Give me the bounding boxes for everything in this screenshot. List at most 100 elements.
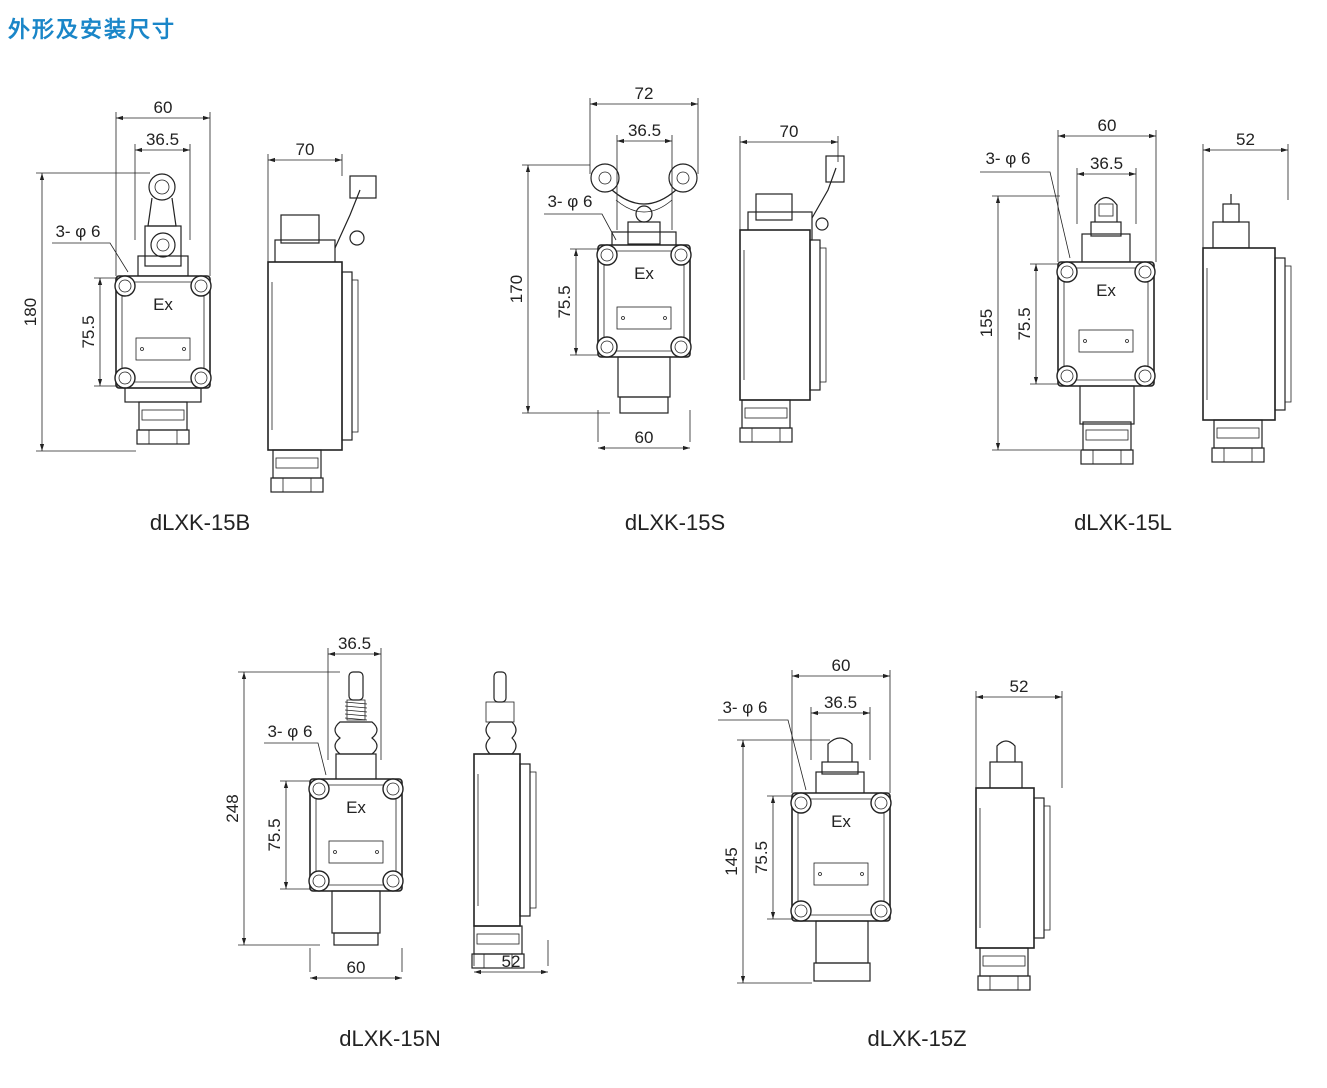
bolt-outer	[382, 870, 404, 892]
gland-body	[1213, 419, 1263, 449]
bolt-inner	[1060, 265, 1074, 279]
side-bellows	[485, 721, 517, 755]
dim-label: 60	[832, 656, 851, 675]
bolt-inner	[118, 371, 132, 385]
ex-mark: Ex	[634, 264, 654, 283]
gland-nut	[333, 932, 379, 946]
side-plunger-rod	[493, 671, 507, 703]
dim-label: 60	[1098, 116, 1117, 135]
bolt-icon	[596, 336, 618, 358]
side-view	[975, 787, 1051, 991]
lever-pivot	[150, 232, 176, 258]
neck	[815, 920, 869, 964]
hole-leader	[264, 742, 327, 776]
side-view	[267, 261, 359, 493]
bolt-icon	[1134, 365, 1156, 387]
gland-ring	[476, 933, 520, 945]
side-pivot	[349, 230, 365, 246]
enclosure-inner	[797, 798, 885, 916]
bolt-inner	[874, 796, 888, 810]
bolt-icon	[382, 870, 404, 892]
bolt-inner	[386, 874, 400, 888]
roller-lever	[137, 173, 189, 277]
dim-70: 70	[739, 122, 839, 230]
side-head	[280, 214, 320, 244]
lever-pivot-hub	[156, 238, 170, 252]
nameplate-rivet	[1125, 339, 1129, 343]
cable-gland	[136, 401, 190, 445]
bolt-icon	[670, 244, 692, 266]
hole-leader	[980, 171, 1071, 259]
bellows	[334, 721, 378, 755]
fork-arm-inner	[615, 199, 673, 213]
gland-nut	[619, 396, 669, 414]
dim-label: 60	[635, 428, 654, 447]
nameplate-rect	[1078, 329, 1134, 353]
side-actuator-z	[989, 740, 1023, 791]
hole-label: 3- φ 6	[55, 222, 100, 241]
dim-label: 248	[223, 794, 242, 822]
model-name: dLXK-15Z	[867, 1026, 966, 1051]
actuator-base	[815, 771, 865, 795]
dim-248: 248	[223, 671, 340, 946]
plunger	[815, 737, 865, 795]
side-body	[1202, 247, 1276, 421]
plunger-roller-cap	[1094, 196, 1118, 222]
side-spring	[485, 701, 515, 723]
bolt-outer	[382, 778, 404, 800]
plunger-cap	[827, 737, 853, 762]
hole-label: 3- φ 6	[267, 722, 312, 741]
side-cover	[519, 763, 531, 917]
side-cover-lip	[529, 771, 537, 909]
roller-hub	[154, 179, 170, 195]
model-name: dLXK-15S	[625, 510, 725, 535]
nameplate	[616, 306, 672, 330]
plunger-roller	[1081, 196, 1131, 263]
side-actuator-b	[274, 175, 377, 277]
side-roller	[349, 175, 377, 199]
bolt-inner	[194, 279, 208, 293]
fork-roller-right	[668, 163, 698, 193]
actuator-head	[627, 221, 661, 245]
nameplate-rect	[616, 306, 672, 330]
bolt-icon	[190, 275, 212, 297]
roller-hub	[676, 171, 690, 185]
nameplate-rivet	[818, 872, 822, 876]
side-cover	[341, 271, 353, 441]
actuator-head	[144, 225, 182, 267]
nameplate	[135, 337, 191, 361]
dim-label: 75.5	[555, 285, 574, 318]
nameplate-rivet	[333, 850, 337, 854]
bolt-icon	[870, 792, 892, 814]
gland-nut	[1211, 447, 1265, 463]
dim-label: 180	[21, 298, 40, 326]
gland-nut	[136, 429, 190, 445]
ex-mark: Ex	[831, 812, 851, 831]
bolt-outer	[308, 870, 330, 892]
dim-label: 60	[154, 98, 173, 117]
dim-170: 170	[507, 164, 610, 414]
side-view	[739, 229, 827, 443]
bolt-outer	[790, 900, 812, 922]
plunger-neck	[1090, 221, 1122, 237]
dim-75-5: 75.5	[79, 277, 120, 387]
bolt-outer	[1134, 261, 1156, 283]
ex-mark: Ex	[153, 295, 173, 314]
cable-gland	[813, 962, 871, 982]
dim-label: 70	[296, 140, 315, 159]
hole-label: 3- φ 6	[985, 149, 1030, 168]
enclosure-front: Ex	[790, 792, 892, 922]
gland-body	[1082, 421, 1132, 451]
side-plunger	[1222, 203, 1240, 223]
model-name: dLXK-15B	[150, 510, 250, 535]
bolt-icon	[790, 900, 812, 922]
bolt-outer	[114, 367, 136, 389]
dim-label: 60	[347, 958, 366, 977]
gland-nut	[1080, 449, 1134, 465]
nameplate-rect	[328, 840, 384, 864]
side-cover	[1033, 797, 1045, 939]
gland-body	[138, 401, 188, 431]
bolt-icon	[308, 870, 330, 892]
spring-coil	[344, 709, 368, 713]
